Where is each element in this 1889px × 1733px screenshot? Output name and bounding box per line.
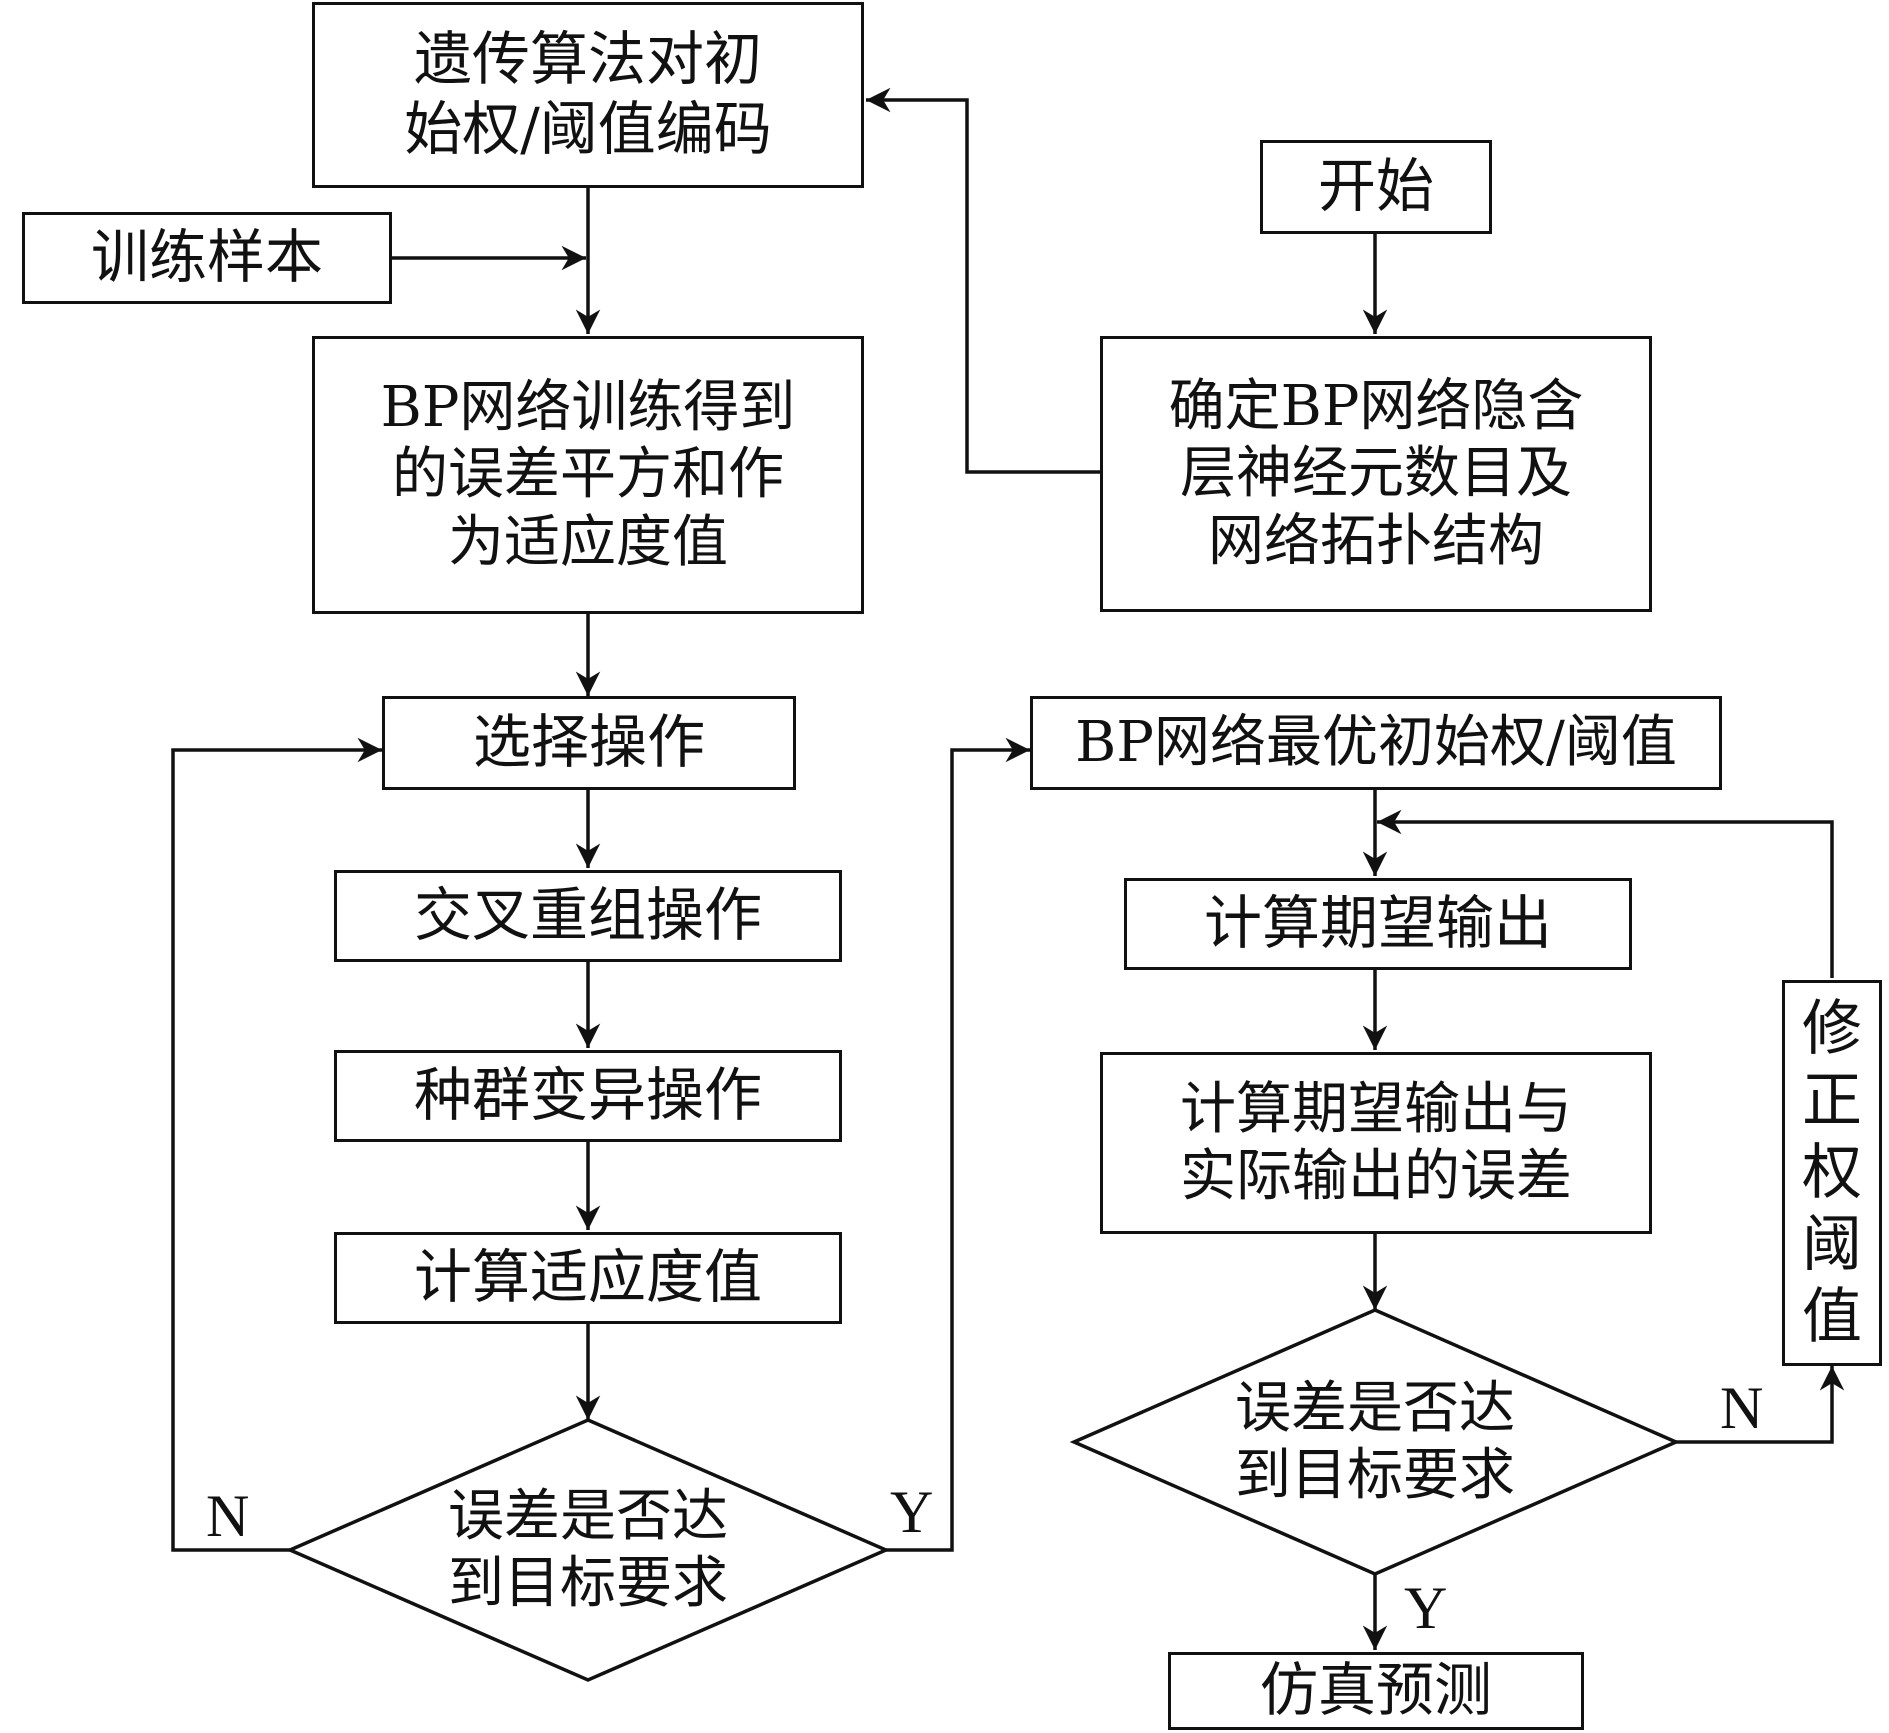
arrow-determine-to-ga <box>866 87 1100 474</box>
arrow-decision-n-to-modify <box>1676 1366 1845 1444</box>
bp-train-box: BP网络训练得到 的误差平方和作 为适应度值 <box>312 336 864 614</box>
left-y-label: Y <box>890 1479 934 1545</box>
modify-char: 权 <box>1802 1138 1862 1208</box>
right-n-label: N <box>1720 1375 1764 1441</box>
simulate-predict-box: 仿真预测 <box>1168 1652 1584 1730</box>
decision-right-text: 误差是否达 到目标要求 <box>1235 1375 1515 1508</box>
calc-expected-box: 计算期望输出 <box>1124 878 1632 970</box>
arrow-modify-to-loop <box>1377 809 1834 978</box>
mutation-box: 种群变异操作 <box>334 1050 842 1142</box>
decision-right-diamond <box>1069 1308 1681 1576</box>
selection-box: 选择操作 <box>382 696 796 790</box>
decision-left-diamond <box>285 1418 891 1682</box>
modify-char: 修 <box>1802 994 1862 1064</box>
modify-char: 阈 <box>1802 1210 1862 1280</box>
calc-error-box: 计算期望输出与 实际输出的误差 <box>1100 1052 1652 1234</box>
modify-char: 值 <box>1802 1282 1862 1352</box>
crossover-box: 交叉重组操作 <box>334 870 842 962</box>
bp-optimal-box: BP网络最优初始权/阈值 <box>1030 696 1722 790</box>
arrow-decision-y-to-optimal <box>886 737 1030 1552</box>
training-samples-box: 训练样本 <box>22 212 392 304</box>
start-box: 开始 <box>1260 140 1492 234</box>
calc-fitness-box: 计算适应度值 <box>334 1232 842 1324</box>
right-y-label: Y <box>1404 1575 1448 1641</box>
modify-weights-box: 修正权阈值 <box>1782 980 1882 1366</box>
arrow-decision-n-loop <box>171 737 382 1552</box>
left-n-label: N <box>206 1483 250 1549</box>
determine-structure-box: 确定BP网络隐含 层神经元数目及 网络拓扑结构 <box>1100 336 1652 612</box>
ga-encode-box: 遗传算法对初 始权/阈值编码 <box>312 2 864 188</box>
decision-left-text: 误差是否达 到目标要求 <box>448 1483 728 1616</box>
modify-char: 正 <box>1802 1066 1862 1136</box>
